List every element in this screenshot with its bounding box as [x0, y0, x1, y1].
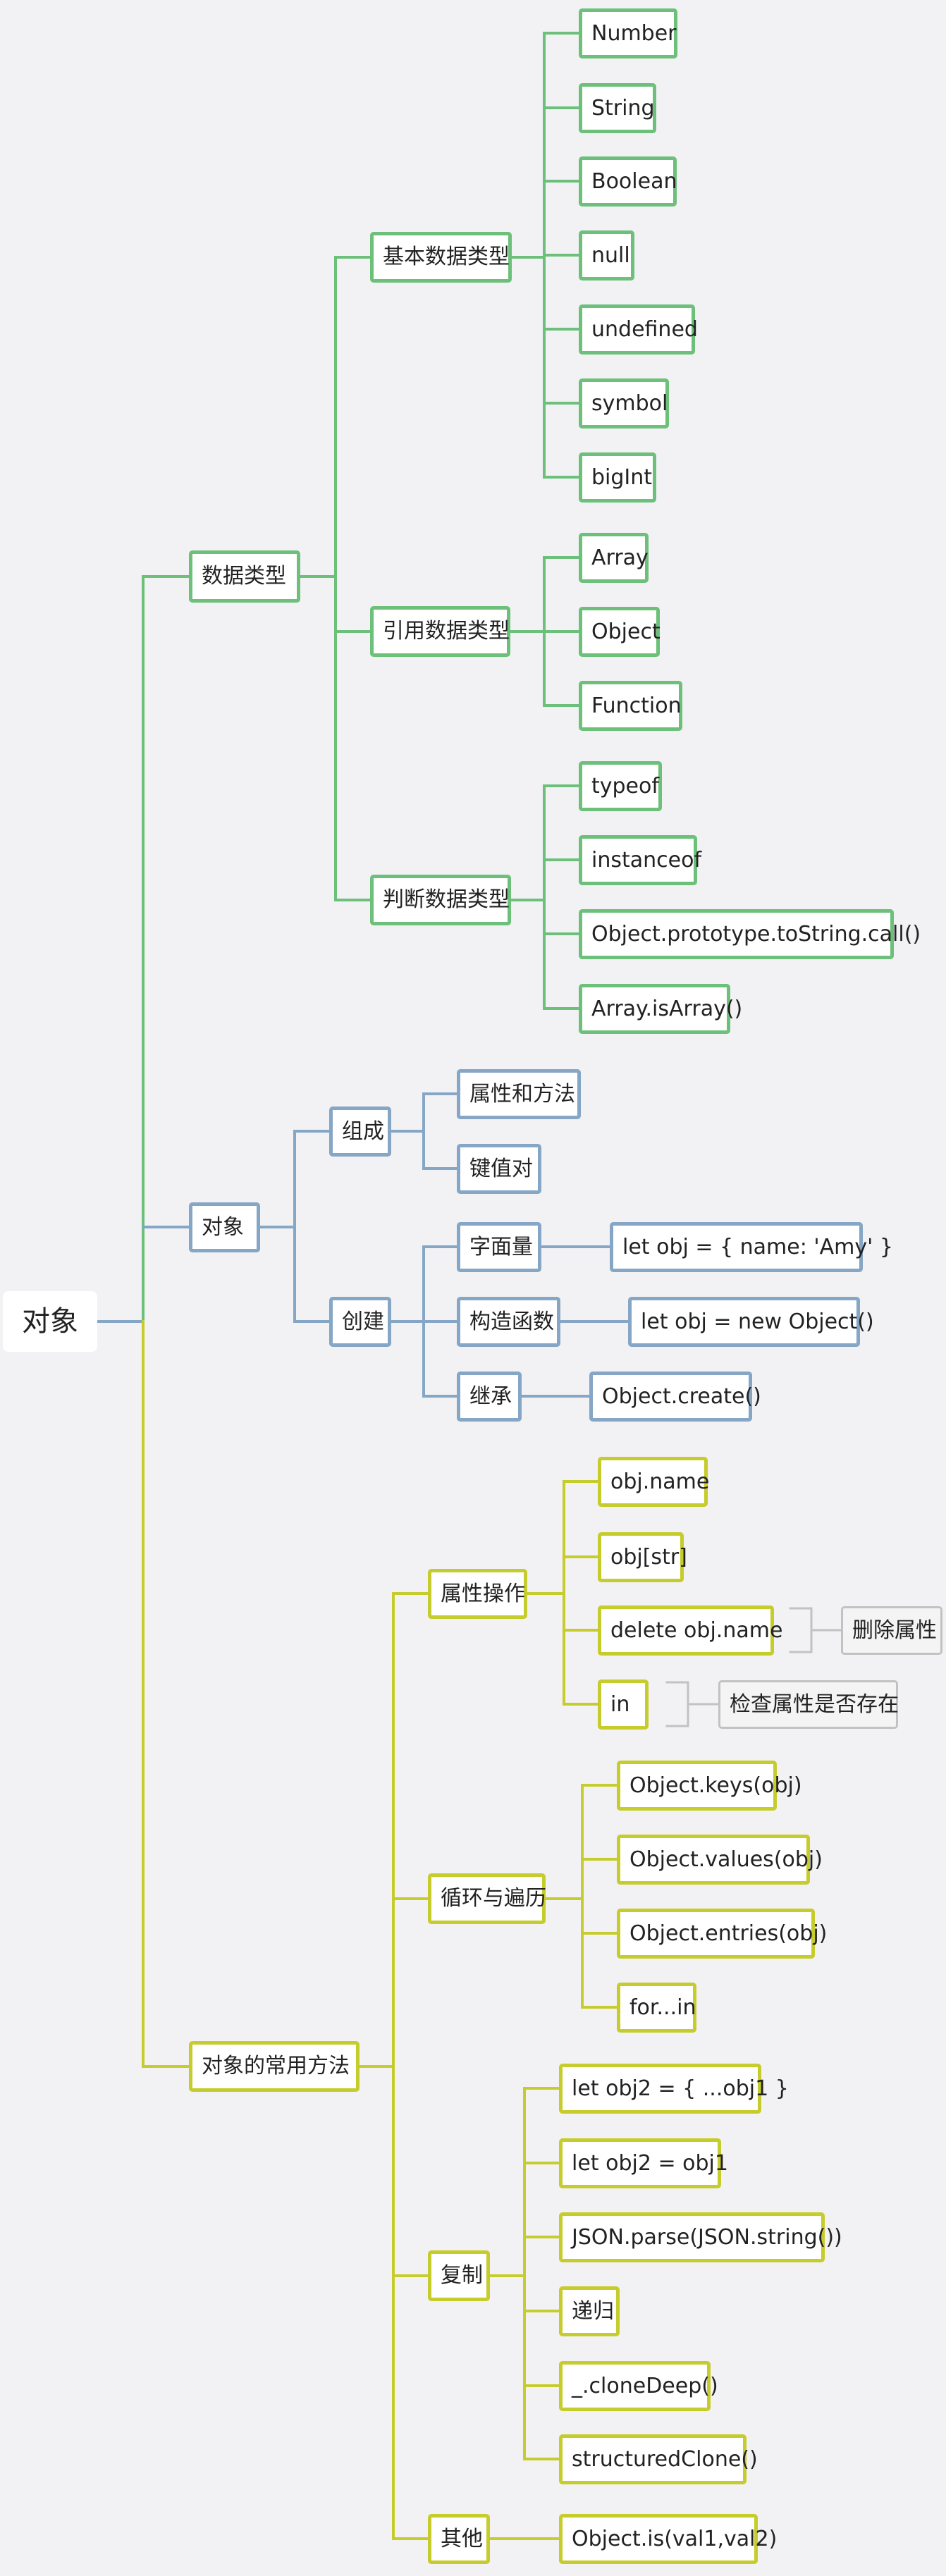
node-copy[interactable]: 复制 — [428, 2250, 490, 2301]
node-type-check[interactable]: 判断数据类型 — [370, 875, 511, 925]
leaf-array[interactable]: Array — [579, 533, 649, 583]
leaf-object[interactable]: Object — [579, 607, 661, 657]
node-primitive-types[interactable]: 基本数据类型 — [370, 232, 512, 283]
leaf-structuredclone[interactable]: structuredClone() — [559, 2434, 758, 2484]
node-object[interactable]: 对象 — [189, 1202, 260, 1252]
leaf-object-create[interactable]: Object.create() — [589, 1372, 761, 1422]
leaf-json-parse[interactable]: JSON.parse(JSON.string()) — [559, 2212, 842, 2262]
node-reference-types[interactable]: 引用数据类型 — [370, 606, 510, 657]
leaf-literal-example[interactable]: let obj = { name: 'Amy' } — [610, 1222, 893, 1272]
leaf-boolean[interactable]: Boolean — [579, 156, 677, 207]
leaf-constructor-example[interactable]: let obj = new Object() — [628, 1297, 874, 1347]
leaf-props-and-methods[interactable]: 属性和方法 — [457, 1069, 581, 1119]
leaf-symbol[interactable]: symbol — [579, 378, 669, 429]
leaf-bigint[interactable]: bigInt — [579, 452, 656, 503]
leaf-obj-name[interactable]: obj.name — [598, 1457, 709, 1507]
node-constructor[interactable]: 构造函数 — [457, 1297, 560, 1347]
leaf-in[interactable]: in — [598, 1680, 649, 1730]
leaf-clonedeep[interactable]: _.cloneDeep() — [559, 2361, 718, 2411]
node-property-ops[interactable]: 属性操作 — [428, 1569, 527, 1619]
leaf-obj-str[interactable]: obj[str] — [598, 1532, 687, 1582]
leaf-for-in[interactable]: for...in — [617, 1983, 696, 2033]
leaf-array-isarray[interactable]: Array.isArray() — [579, 984, 742, 1034]
node-inherit[interactable]: 继承 — [457, 1372, 522, 1422]
leaf-object-keys[interactable]: Object.keys(obj) — [617, 1761, 802, 1811]
leaf-instanceof[interactable]: instanceof — [579, 835, 701, 885]
leaf-tostring-call[interactable]: Object.prototype.toString.call() — [579, 909, 921, 959]
root-node[interactable]: 对象 — [3, 1291, 97, 1352]
leaf-string[interactable]: String — [579, 83, 656, 133]
leaf-function[interactable]: Function — [579, 681, 682, 731]
leaf-reference-assign[interactable]: let obj2 = obj1 — [559, 2138, 728, 2188]
leaf-number[interactable]: Number — [579, 8, 677, 58]
node-common-methods[interactable]: 对象的常用方法 — [189, 2041, 360, 2092]
node-literal[interactable]: 字面量 — [457, 1222, 541, 1272]
leaf-null[interactable]: null — [579, 230, 634, 281]
node-create[interactable]: 创建 — [329, 1297, 391, 1347]
leaf-object-entries[interactable]: Object.entries(obj) — [617, 1909, 827, 1959]
leaf-object-values[interactable]: Object.values(obj) — [617, 1835, 823, 1885]
note-delete-property: 删除属性 — [841, 1606, 942, 1655]
leaf-recursion[interactable]: 递归 — [559, 2286, 620, 2336]
note-check-property-exists: 检查属性是否存在 — [718, 1680, 899, 1729]
leaf-object-is[interactable]: Object.is(val1,val2) — [559, 2514, 777, 2564]
node-composition[interactable]: 组成 — [329, 1107, 391, 1157]
node-other[interactable]: 其他 — [428, 2514, 490, 2564]
leaf-spread-copy[interactable]: let obj2 = { ...obj1 } — [559, 2064, 789, 2114]
node-loop[interactable]: 循环与遍历 — [428, 1873, 546, 1924]
leaf-key-value[interactable]: 键值对 — [457, 1144, 541, 1194]
leaf-typeof[interactable]: typeof — [579, 761, 662, 811]
node-data-types[interactable]: 数据类型 — [189, 550, 300, 603]
leaf-undefined[interactable]: undefined — [579, 304, 698, 355]
leaf-delete-obj-name[interactable]: delete obj.name — [598, 1606, 782, 1656]
